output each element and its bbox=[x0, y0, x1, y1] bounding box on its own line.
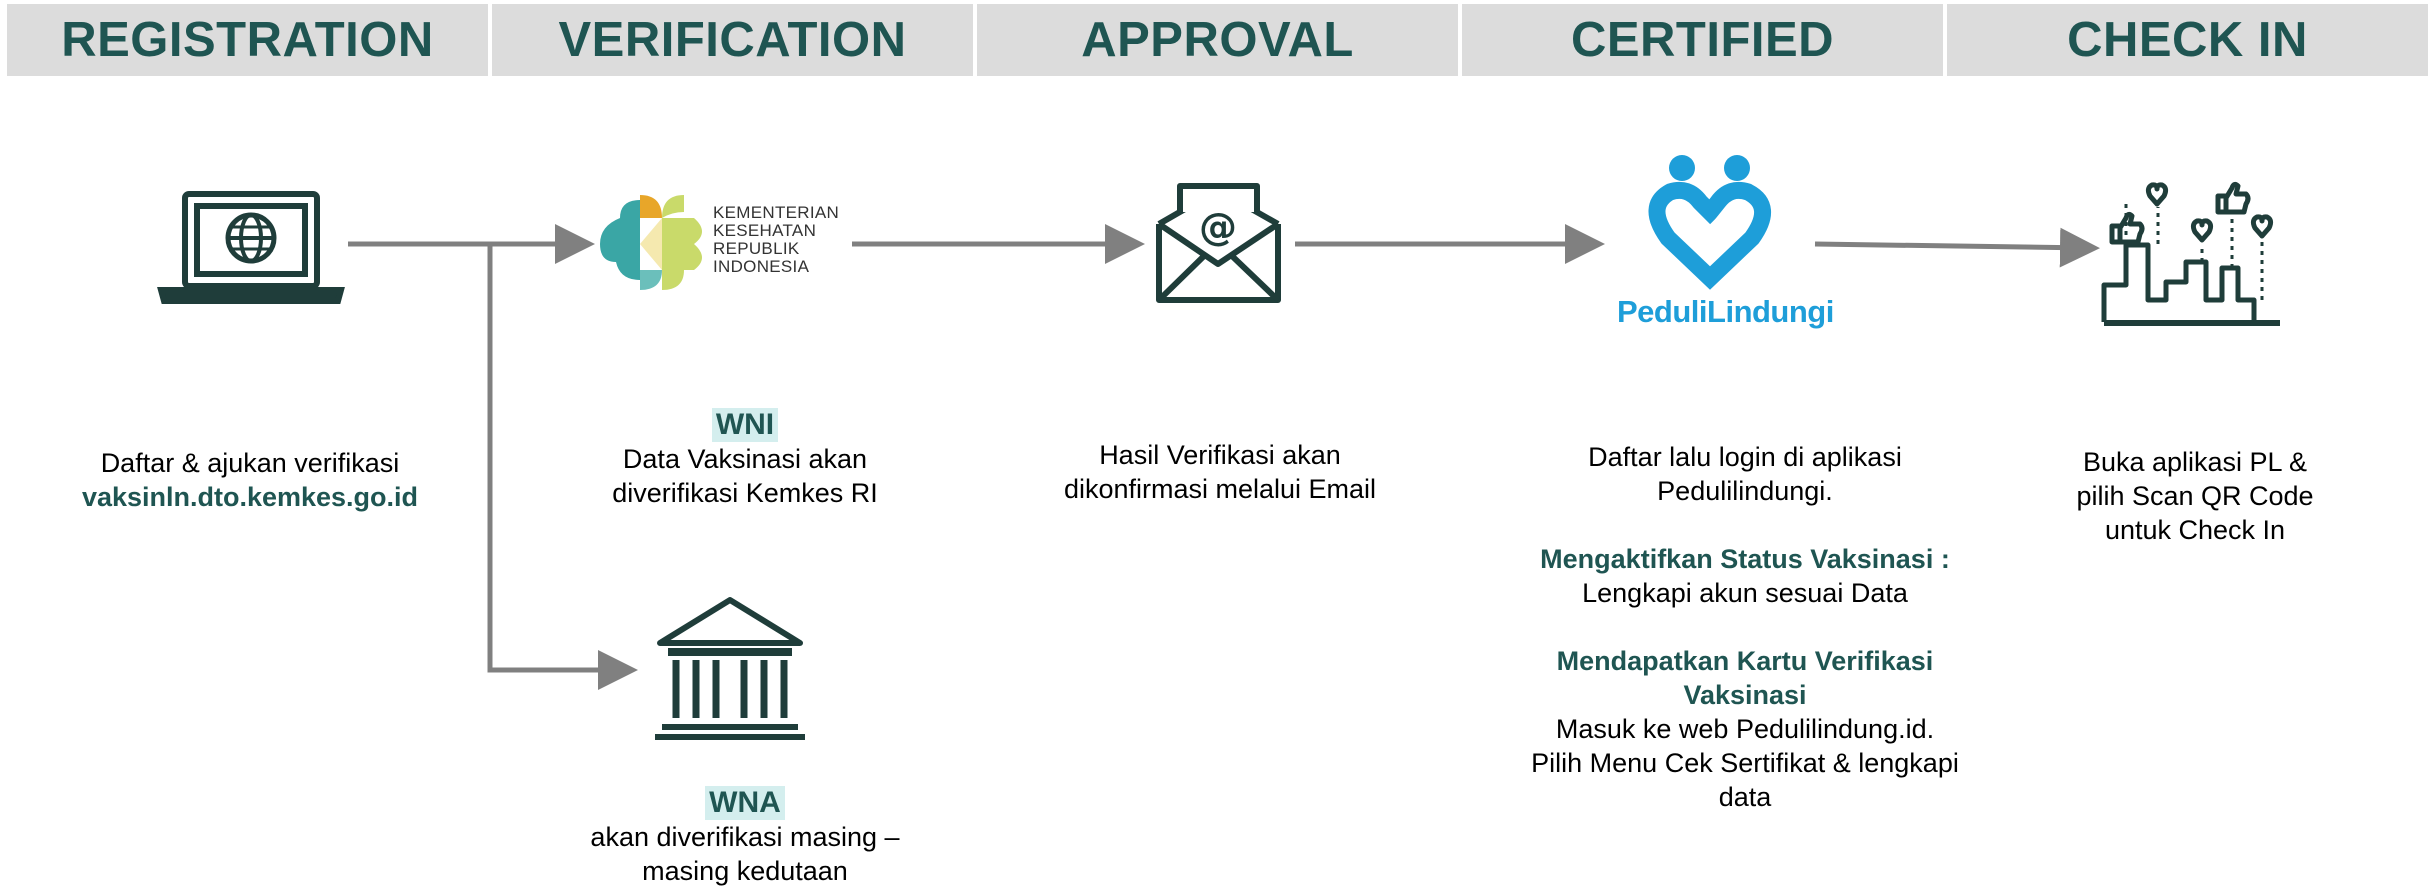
wni-tag: WNI bbox=[711, 408, 779, 442]
pedulilindungi-brand-text: PeduliLindungi bbox=[1617, 294, 1834, 329]
arrow-registration-to-wna bbox=[487, 244, 638, 690]
arrow-certified-to-checkin bbox=[1814, 227, 2100, 268]
wna-description: WNA akan diverifikasi masing – masing ke… bbox=[590, 786, 900, 886]
registration-link[interactable]: vaksinln.dto.kemkes.go.id bbox=[81, 482, 419, 512]
approval-description: Hasil Verifikasi akan dikonfirmasi melal… bbox=[1063, 440, 1377, 504]
wna-tag: WNA bbox=[705, 786, 785, 820]
kemenkes-logo bbox=[600, 195, 702, 290]
wni-description: WNI Data Vaksinasi akan diverifikasi Kem… bbox=[612, 408, 878, 508]
laptop-globe-icon bbox=[157, 191, 345, 304]
city-likes-icon bbox=[2101, 181, 2280, 326]
email-envelope-icon: @ bbox=[1156, 183, 1281, 303]
svg-text:@: @ bbox=[1199, 205, 1237, 249]
pedulilindungi-logo bbox=[1648, 155, 1771, 290]
checkin-description: Buka aplikasi PL & pilih Scan QR Code un… bbox=[2076, 447, 2314, 545]
header-certified: CERTIFIED bbox=[1462, 4, 1943, 76]
kemenkes-logo-text: KEMENTERIAN KESEHATAN REPUBLIK INDONESIA bbox=[713, 203, 840, 276]
header-verification: VERIFICATION bbox=[492, 4, 973, 76]
certified-step2-title-line2: Vaksinasi bbox=[1683, 680, 1807, 710]
registration-description: Daftar & ajukan verifikasi vaksinln.dto.… bbox=[50, 446, 450, 514]
certified-step1-title: Mengaktifkan Status Vaksinasi : bbox=[1540, 544, 1950, 574]
bank-building-icon bbox=[655, 597, 805, 740]
stage-header-bar: REGISTRATION VERIFICATION APPROVAL CERTI… bbox=[7, 4, 2428, 76]
header-check-in: CHECK IN bbox=[1947, 4, 2428, 76]
certified-description: Daftar lalu login di aplikasi Pedulilind… bbox=[1500, 440, 1990, 814]
header-approval: APPROVAL bbox=[977, 4, 1458, 76]
header-registration: REGISTRATION bbox=[7, 4, 488, 76]
connector-arrows bbox=[348, 224, 2100, 690]
certified-step2-title-line1: Mendapatkan Kartu Verifikasi bbox=[1556, 646, 1934, 676]
